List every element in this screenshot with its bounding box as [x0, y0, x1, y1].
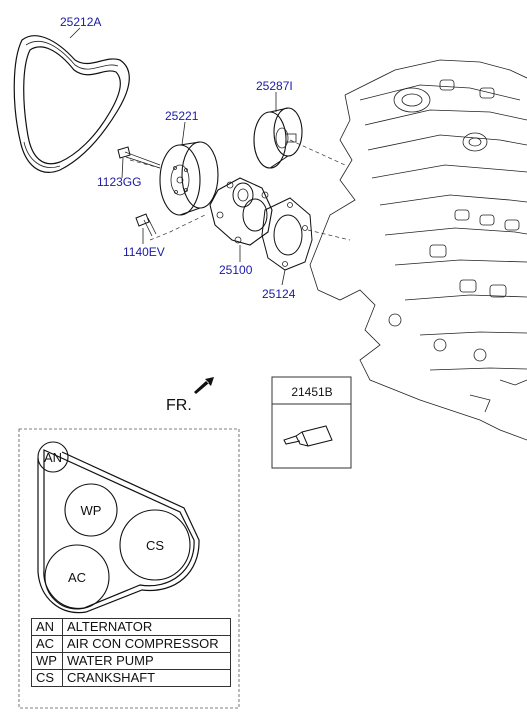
label-gasket: 25124 [262, 287, 296, 301]
water-pump-drawing [209, 177, 273, 246]
sealant-tube-icon [283, 425, 333, 447]
legend-row: AC AIR CON COMPRESSOR [31, 635, 231, 653]
engine-block-drawing [309, 59, 527, 441]
legend-name: CRANKSHAFT [62, 669, 231, 687]
pulley-label-wp: WP [81, 503, 102, 518]
label-belt: 25212A [60, 15, 101, 29]
sealant-box [271, 376, 352, 469]
pulley-label-an: AN [44, 450, 62, 465]
label-bolt-pump: 1140EV [123, 245, 165, 259]
front-marker: FR. [166, 397, 192, 414]
idler-pulley-drawing [253, 107, 303, 169]
label-idler: 25287I [256, 79, 293, 93]
bolt-drawings [117, 146, 161, 237]
legend-row: CS CRANKSHAFT [31, 669, 231, 687]
pulley-cs [119, 509, 191, 581]
legend-table: AN ALTERNATOR AC AIR CON COMPRESSOR WP W… [31, 618, 231, 687]
label-water-pump: 25100 [219, 263, 253, 277]
pulley-ac [44, 544, 110, 610]
leader-lines [129, 139, 351, 241]
legend-code: AC [31, 635, 63, 653]
legend-name: AIR CON COMPRESSOR [62, 635, 231, 653]
label-bolt-pulley: 1123GG [97, 175, 141, 189]
label-leaders [69, 27, 286, 286]
front-arrow-icon [194, 377, 214, 394]
legend-code: AN [31, 618, 63, 636]
legend-code: CS [31, 669, 63, 687]
legend-row: WP WATER PUMP [31, 652, 231, 670]
belt-routing-diagram: AN WP CS AC [37, 441, 200, 614]
label-pulley: 25221 [165, 109, 199, 123]
legend-name: WATER PUMP [62, 652, 231, 670]
drive-belt-drawing [13, 35, 130, 173]
belt-routing-frame [18, 428, 240, 709]
pulley-wp [64, 483, 118, 537]
pulley-label-ac: AC [68, 570, 86, 585]
legend-code: WP [31, 652, 63, 670]
label-sealant: 21451B [291, 385, 332, 399]
pulley-label-cs: CS [146, 538, 164, 553]
water-pump-pulley-drawing [159, 141, 219, 216]
gasket-drawing [261, 197, 313, 271]
legend-name: ALTERNATOR [62, 618, 231, 636]
pulley-an [37, 441, 69, 473]
legend-row: AN ALTERNATOR [31, 618, 231, 636]
